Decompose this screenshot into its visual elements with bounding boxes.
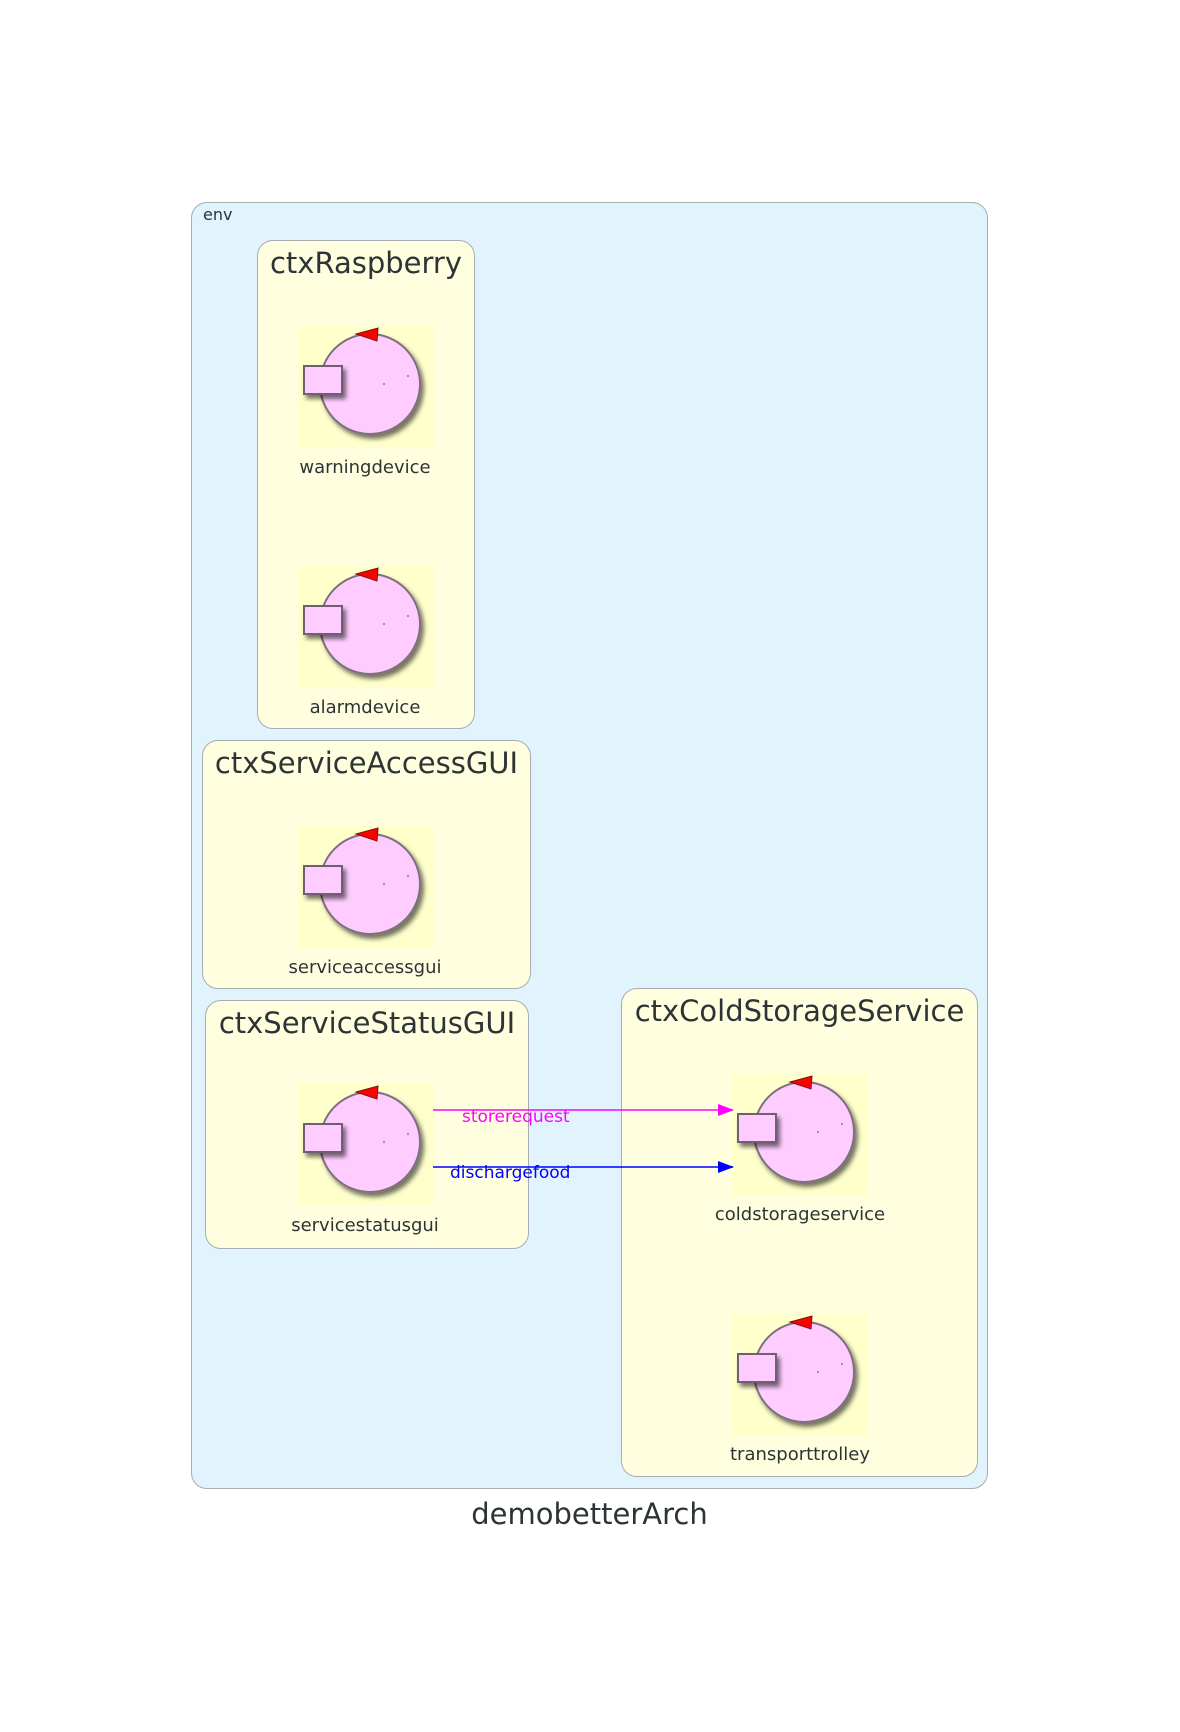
actor-serviceaccessgui-label: serviceaccessgui: [288, 957, 442, 978]
edge-storerequest-label: storerequest: [462, 1107, 570, 1127]
actor-marker-icon: [354, 567, 379, 582]
context-service-access-gui-title: ctxServiceAccessGUI: [214, 746, 519, 780]
actor-coldstorageservice-label: coldstorageservice: [714, 1204, 886, 1225]
actor-servicestatusgui-label: servicestatusgui: [291, 1215, 439, 1236]
actor-coldstorageservice[interactable]: [732, 1074, 868, 1196]
actor-serviceaccessgui[interactable]: [298, 826, 434, 948]
context-raspberry-title: ctxRaspberry: [269, 246, 463, 280]
actor-alarmdevice[interactable]: [298, 566, 434, 688]
actor-transporttrolley[interactable]: [732, 1314, 868, 1436]
actor-port-icon: [303, 605, 343, 635]
actor-transporttrolley-label: transporttrolley: [730, 1444, 870, 1465]
actor-marker-icon: [788, 1315, 813, 1330]
actor-port-icon: [737, 1113, 777, 1143]
actor-port-icon: [737, 1353, 777, 1383]
context-cold-storage-service-title: ctxColdStorageService: [634, 994, 965, 1028]
diagram-title: demobetterArch: [471, 1497, 708, 1531]
actor-alarmdevice-label: alarmdevice: [309, 697, 421, 718]
actor-port-icon: [303, 1123, 343, 1153]
actor-servicestatusgui[interactable]: [298, 1084, 434, 1206]
actor-marker-icon: [354, 327, 379, 342]
edge-dischargefood-label: dischargefood: [450, 1163, 571, 1183]
context-service-status-gui-title: ctxServiceStatusGUI: [218, 1006, 516, 1040]
actor-marker-icon: [354, 827, 379, 842]
actor-marker-icon: [354, 1085, 379, 1100]
context-service-status-gui: ctxServiceStatusGUI: [205, 1000, 529, 1249]
env-label: env: [203, 205, 233, 224]
actor-marker-icon: [788, 1075, 813, 1090]
actor-warningdevice[interactable]: [298, 326, 434, 448]
actor-warningdevice-label: warningdevice: [299, 457, 431, 478]
actor-port-icon: [303, 865, 343, 895]
actor-port-icon: [303, 365, 343, 395]
